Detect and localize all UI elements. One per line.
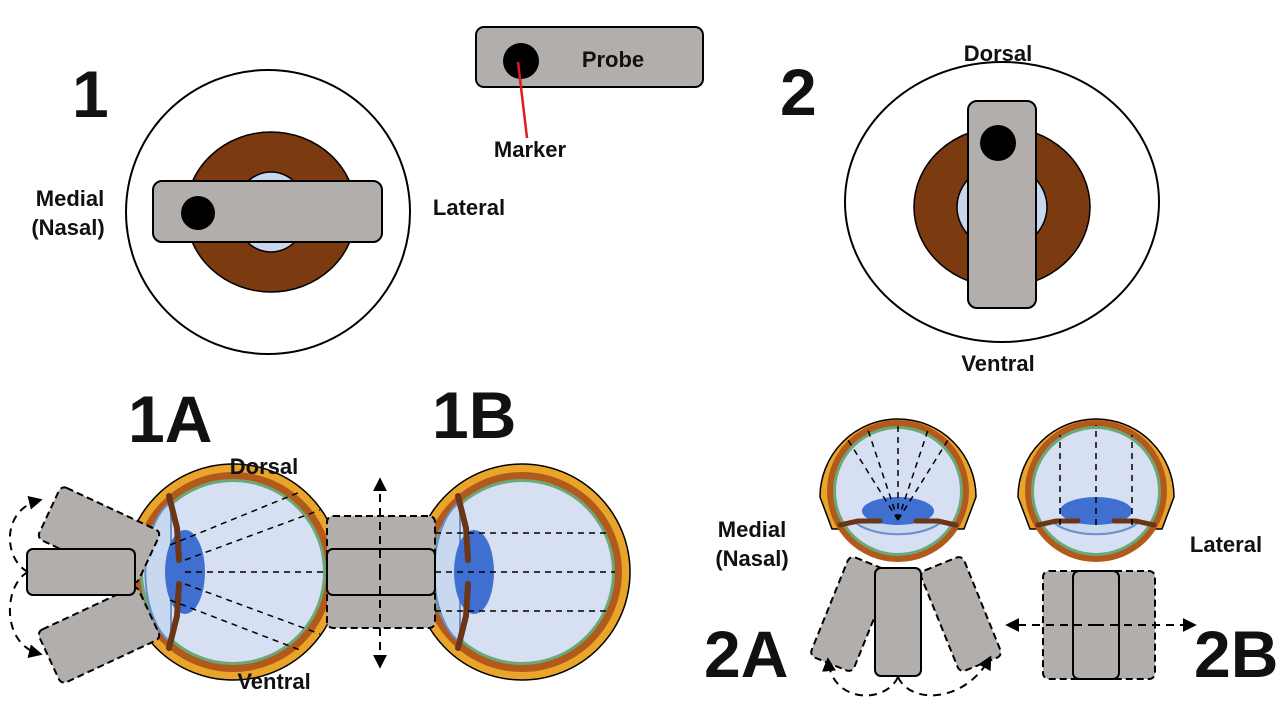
label-medial: Medial [36, 186, 104, 211]
label-nasal: (Nasal) [31, 215, 104, 240]
legend-probe-label: Probe [582, 47, 644, 72]
panel-label-1b: 1B [432, 378, 516, 452]
rotation-arrow-lateral [897, 655, 992, 697]
rotation-arrow-medial [822, 657, 899, 697]
rotation-arrow-up [8, 495, 43, 573]
probe-legend: Probe Marker [475, 26, 704, 162]
panel-1: 1 Medial (Nasal) Lateral [31, 57, 505, 355]
panel-1b: 1B [326, 378, 630, 680]
label-lateral: Lateral [433, 195, 505, 220]
panel-1a: 1A Dorsal Ventral [8, 382, 341, 694]
label-ventral: Ventral [237, 669, 310, 694]
panel-label-1: 1 [72, 57, 109, 131]
label-dorsal: Dorsal [964, 41, 1032, 66]
legend-marker-label: Marker [494, 137, 567, 162]
rotation-arrow-down [9, 571, 43, 659]
label-lateral: Lateral [1190, 532, 1262, 557]
probe-center [26, 548, 136, 596]
probe-tilted-down [37, 586, 161, 684]
label-dorsal: Dorsal [230, 454, 298, 479]
probe-horizontal [152, 180, 383, 243]
panel-2b: Lateral 2B [1005, 419, 1278, 691]
probe-tilted-lateral [920, 556, 1002, 672]
label-medial: Medial [718, 517, 786, 542]
panel-2: 2 Dorsal Ventral [780, 41, 1160, 376]
panel-label-2: 2 [780, 55, 817, 129]
probe-marker-dot [980, 125, 1016, 161]
panel-label-2b: 2B [1194, 617, 1278, 691]
probe-center [874, 567, 922, 677]
legend-marker-dot [503, 43, 539, 79]
scan-lines [169, 491, 325, 651]
panel-label-2a: 2A [704, 617, 788, 691]
probe-marker-dot [181, 196, 215, 230]
label-nasal: (Nasal) [715, 546, 788, 571]
panel-2a: Medial (Nasal) 2A [704, 419, 1002, 697]
marker-pointer-line [516, 61, 529, 139]
scan-lines [847, 425, 949, 521]
panel-label-1a: 1A [128, 382, 212, 456]
scan-lines [435, 532, 615, 612]
scan-lines [1059, 425, 1133, 525]
label-ventral: Ventral [961, 351, 1034, 376]
